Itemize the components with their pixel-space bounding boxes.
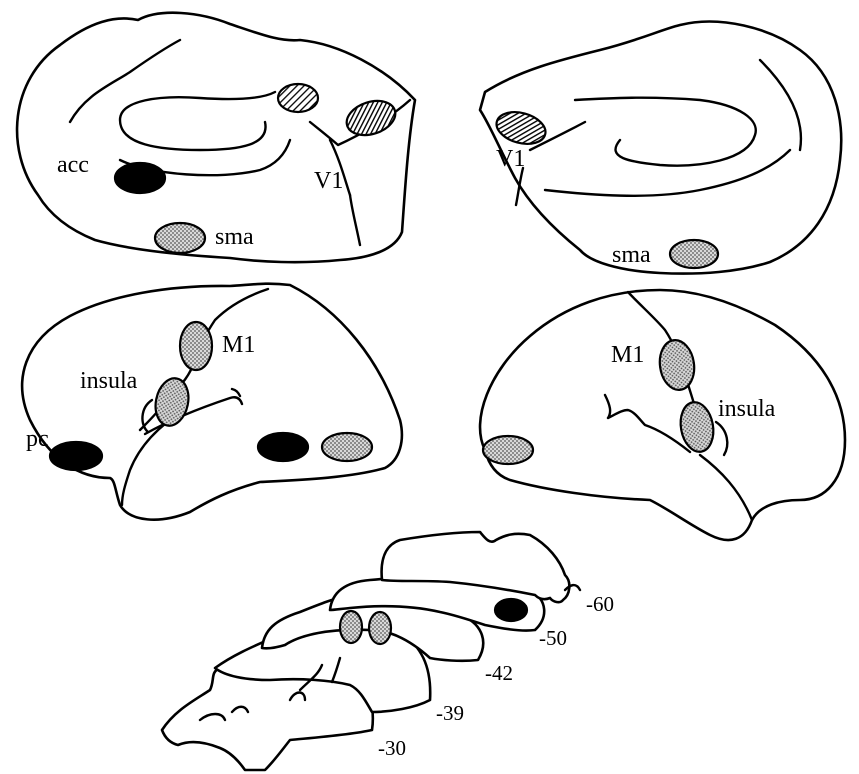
acc-black-spot	[115, 163, 165, 193]
depth-label-42: -42	[485, 661, 513, 685]
label-pc: pc	[26, 426, 49, 452]
hatched-spot-upper	[278, 84, 318, 112]
axial-slices-stack: -60 -50 -42 -39 -30	[162, 532, 614, 770]
depth-label-39: -39	[436, 701, 464, 725]
depth-label-30: -30	[378, 736, 406, 760]
lateral-left-outline	[22, 284, 402, 520]
pc-black-spot	[50, 442, 102, 470]
lateral-right-hemisphere: M1 insula	[480, 290, 845, 540]
label-sma-left: sma	[215, 224, 254, 250]
lateral-left-hemisphere: M1 insula pc	[22, 284, 402, 520]
medial-left-hemisphere: acc V1 sma	[17, 13, 415, 262]
label-insula-right: insula	[718, 396, 776, 422]
sma-stippled-spot	[155, 223, 205, 253]
label-v1-right: V1	[496, 146, 525, 172]
lateral-left-black-spot	[258, 433, 308, 461]
label-acc: acc	[57, 152, 89, 178]
slice-stippled-spot-1	[340, 611, 362, 643]
m1-stippled-spot-left	[180, 322, 212, 370]
label-v1-left: V1	[314, 168, 343, 194]
sma-stippled-spot-right	[670, 240, 718, 268]
depth-label-60: -60	[586, 592, 614, 616]
label-m1-right: M1	[611, 342, 644, 368]
lateral-left-stippled-spot	[322, 433, 372, 461]
lateral-right-stippled-spot	[483, 436, 533, 464]
depth-label-50: -50	[539, 626, 567, 650]
label-insula-left: insula	[80, 368, 138, 394]
medial-right-hemisphere: V1 sma	[480, 22, 841, 274]
label-m1-left: M1	[222, 332, 255, 358]
slice-black-spot	[495, 599, 527, 621]
slice-stippled-spot-2	[369, 612, 391, 644]
label-sma-right: sma	[612, 242, 651, 268]
